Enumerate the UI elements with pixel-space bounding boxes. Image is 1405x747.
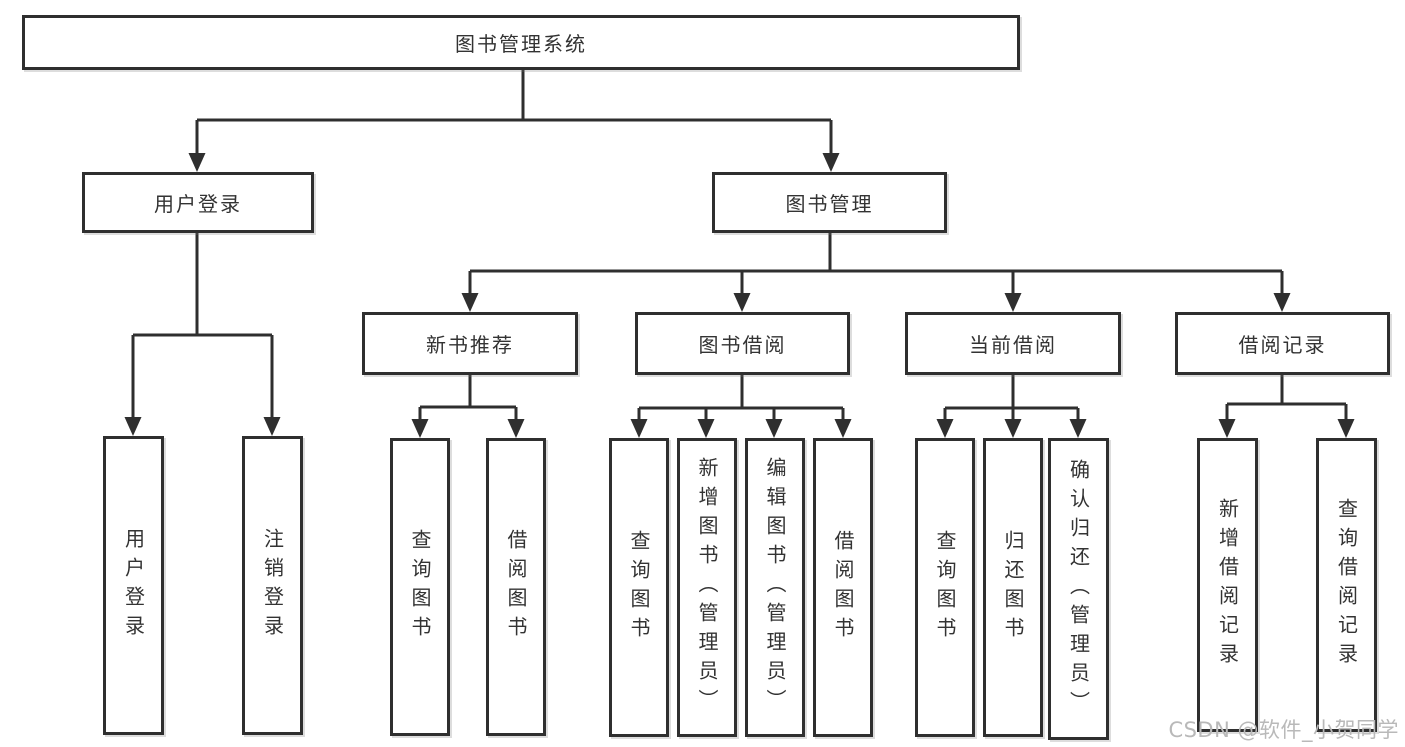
node-book-borrow: 图书借阅: [635, 312, 850, 375]
leaf-add-borrow-record-label: 新增借阅记录: [1215, 498, 1240, 672]
edge-book-mgmt-subtree: [468, 233, 1284, 294]
leaf-logout: 注销登录: [242, 436, 303, 735]
leaf-current-query-book-label: 查询图书: [933, 529, 957, 646]
leaf-edit-book-admin-label: 编辑图书（管理员）: [763, 457, 787, 718]
leaf-add-book-admin-label: 新增图书（管理员）: [695, 457, 719, 718]
node-root: 图书管理系统: [22, 15, 1020, 70]
node-new-book-rec-label: 新书推荐: [426, 333, 514, 357]
edge-current-subtree: [943, 375, 1080, 420]
node-borrow-records-label: 借阅记录: [1238, 333, 1327, 357]
leaf-add-book-admin: 新增图书（管理员）: [677, 438, 737, 737]
leaf-rec-borrow-book: 借阅图书: [486, 438, 546, 736]
node-current-borrow: 当前借阅: [905, 312, 1121, 375]
leaf-confirm-return-admin-label: 确认归还（管理员）: [1066, 458, 1091, 720]
leaf-rec-query-book: 查询图书: [390, 438, 450, 736]
leaf-logout-label: 注销登录: [260, 527, 285, 644]
leaf-query-borrow-record: 查询借阅记录: [1316, 438, 1377, 732]
node-borrow-records: 借阅记录: [1175, 312, 1390, 375]
edge-user-login-subtree: [131, 233, 274, 418]
leaf-borrow-query-book: 查询图书: [609, 438, 669, 737]
leaf-return-book-label: 归还图书: [1001, 529, 1025, 646]
edge-records-subtree: [1225, 375, 1348, 420]
edge-borrow-subtree: [637, 375, 845, 420]
watermark: CSDN @软件_小贺同学: [1168, 718, 1399, 742]
leaf-borrow-book: 借阅图书: [813, 438, 873, 737]
node-new-book-rec: 新书推荐: [362, 312, 578, 375]
leaf-borrow-query-book-label: 查询图书: [627, 529, 651, 646]
node-user-login: 用户登录: [82, 172, 314, 233]
node-user-login-label: 用户登录: [154, 192, 242, 216]
leaf-add-borrow-record: 新增借阅记录: [1197, 438, 1258, 732]
leaf-borrow-book-label: 借阅图书: [831, 529, 855, 646]
arrowheads: [124, 153, 1355, 438]
node-book-borrow-label: 图书借阅: [698, 333, 787, 357]
node-root-label: 图书管理系统: [455, 32, 587, 56]
leaf-user-login-label: 用户登录: [121, 527, 146, 644]
edge-root-stem: [195, 70, 833, 154]
leaf-query-borrow-record-label: 查询借阅记录: [1334, 498, 1359, 672]
leaf-user-login: 用户登录: [103, 436, 164, 735]
leaf-rec-query-book-label: 查询图书: [408, 529, 432, 645]
edge-new-rec-subtree: [418, 375, 518, 420]
node-book-mgmt-label: 图书管理: [785, 192, 874, 216]
node-current-borrow-label: 当前借阅: [969, 333, 1057, 357]
leaf-return-book: 归还图书: [983, 438, 1043, 737]
leaf-rec-borrow-book-label: 借阅图书: [504, 529, 528, 645]
node-book-mgmt: 图书管理: [712, 172, 947, 233]
leaf-edit-book-admin: 编辑图书（管理员）: [745, 438, 805, 737]
leaf-current-query-book: 查询图书: [915, 438, 975, 737]
leaf-confirm-return-admin: 确认归还（管理员）: [1048, 438, 1109, 740]
